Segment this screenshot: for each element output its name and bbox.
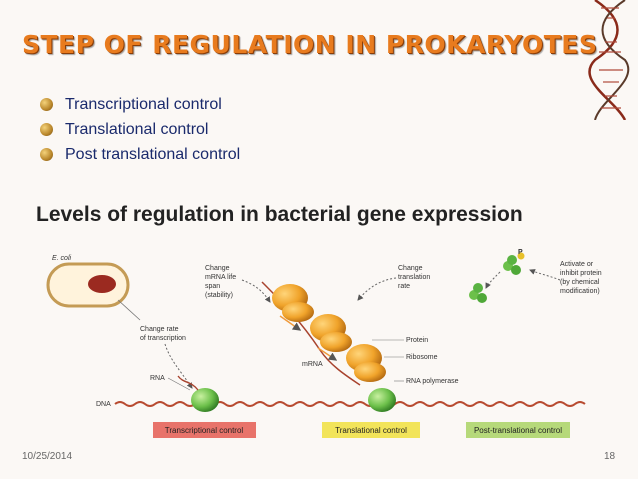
- change-rate-label-2: of transcription: [140, 335, 186, 342]
- change-rate-label: Change rate: [140, 326, 179, 333]
- ribosome-group: [272, 284, 386, 382]
- mrna-life-label-2: mRNA life: [205, 274, 236, 281]
- mrna-life-label-1: Change: [205, 265, 230, 272]
- ecoli-cell: [46, 262, 141, 321]
- bullet-text: Post translational control: [65, 146, 241, 163]
- dna-helix-decoration: [588, 0, 630, 120]
- mrna-life-label-3: span: [205, 283, 220, 290]
- footer-page-number: 18: [604, 451, 616, 462]
- activate-label-1: Activate or: [560, 261, 594, 268]
- slide-title: STEP OF REGULATION IN PROKARYOTES: [22, 30, 598, 59]
- trans-rate-label-2: translation: [398, 274, 430, 281]
- dna-strand: [114, 401, 586, 407]
- mrna-life-label-4: (stability): [205, 292, 233, 299]
- post-translational-box-label: Post-translational control: [474, 426, 562, 435]
- bullet-item: Transcriptional control: [40, 92, 240, 117]
- activate-label-2: inhibit protein: [560, 270, 602, 277]
- activate-label-3: (by chemical: [560, 279, 600, 286]
- trans-rate-label-3: rate: [398, 283, 410, 290]
- bullet-item: Translational control: [40, 117, 240, 142]
- bullet-text: Translational control: [65, 121, 209, 138]
- post-translational-box: [466, 422, 570, 438]
- ecoli-label: E. coli: [52, 255, 72, 262]
- protein-clusters: [469, 252, 525, 303]
- bullet-icon: [40, 148, 53, 161]
- translational-box-label: Translational control: [335, 426, 407, 435]
- trans-rate-label-1: Change: [398, 265, 423, 272]
- protein-label: Protein: [406, 337, 428, 344]
- phosphate-label: P: [518, 249, 523, 256]
- bullet-list: Transcriptional control Translational co…: [40, 92, 240, 167]
- mrna-label: mRNA: [302, 361, 323, 368]
- rna-polymerase-label: RNA polymerase: [406, 378, 459, 385]
- footer-date: 10/25/2014: [22, 451, 73, 462]
- bullet-icon: [40, 123, 53, 136]
- figure-title: Levels of regulation in bacterial gene e…: [36, 203, 523, 226]
- transcriptional-box: [153, 422, 256, 438]
- activate-label-4: modification): [560, 288, 600, 295]
- ribosome-label: Ribosome: [406, 354, 438, 361]
- dna-label: DNA: [96, 401, 111, 408]
- rna-label: RNA: [150, 375, 165, 382]
- bullet-text: Transcriptional control: [65, 96, 222, 113]
- bullet-item: Post translational control: [40, 142, 240, 167]
- bullet-icon: [40, 98, 53, 111]
- transcriptional-box-label: Transcriptional control: [165, 426, 244, 435]
- rna-polymerase-shape-2: [368, 388, 396, 412]
- rna-polymerase-shape: [191, 388, 219, 412]
- translational-box: [322, 422, 420, 438]
- regulation-diagram: E. coli Change rate of transcription RNA…: [46, 249, 602, 438]
